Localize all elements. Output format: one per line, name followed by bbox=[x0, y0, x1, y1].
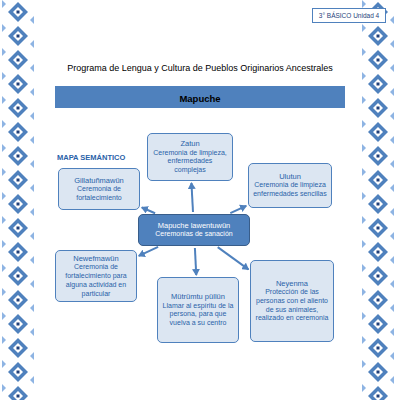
box-heading: Neyenma bbox=[255, 279, 329, 288]
box-text: Ceremonia de limpieza enfermedades senci… bbox=[253, 181, 327, 199]
arrow-connector bbox=[142, 207, 155, 213]
people-heading: Mapuche bbox=[45, 93, 355, 104]
concept-box: NeyenmaProtección de las personas con el… bbox=[250, 260, 334, 342]
box-heading: Mütrümtu püllün bbox=[162, 292, 234, 301]
central-concept-box: Mapuche lawentuwünCeremonias de sanación bbox=[138, 214, 250, 246]
box-heading: Mapuche lawentuwün bbox=[143, 221, 245, 230]
concept-box: NewefmawünCeremonia de fortalecimiento p… bbox=[55, 250, 137, 302]
concept-box: ZatunCeremonia de limpieza, enfermedades… bbox=[147, 133, 233, 181]
program-heading: Programa de Lengua y Cultura de Pueblos … bbox=[45, 63, 355, 73]
arrow-connector bbox=[195, 248, 196, 275]
box-text: Llamar al espíritu de la persona, para q… bbox=[162, 302, 234, 328]
box-text: Protección de las personas con el alient… bbox=[255, 288, 329, 323]
arrow-connector bbox=[230, 206, 246, 213]
box-text: Ceremonia de fortalecimiento para alguna… bbox=[60, 263, 132, 298]
arrow-connector bbox=[139, 247, 158, 256]
box-heading: Zatun bbox=[152, 139, 228, 148]
concept-box: GillatuñmawünCeremonia de fortalecimient… bbox=[58, 168, 140, 210]
right-border bbox=[362, 0, 398, 400]
concept-box: Mütrümtu püllünLlamar al espíritu de la … bbox=[157, 277, 239, 343]
arrow-connector bbox=[218, 247, 249, 269]
box-heading: Ulutun bbox=[253, 172, 327, 181]
box-text: Ceremonia de fortalecimiento bbox=[63, 185, 135, 203]
box-text: Ceremonia de limpieza, enfermedades comp… bbox=[152, 149, 228, 175]
box-heading: Newefmawün bbox=[60, 254, 132, 263]
left-border bbox=[2, 0, 38, 400]
box-text: Ceremonias de sanación bbox=[143, 230, 245, 239]
concept-box: UlutunCeremonia de limpieza enfermedades… bbox=[248, 163, 332, 208]
unit-tag: 3° BÁSICO Unidad 4 bbox=[312, 8, 386, 23]
box-heading: Gillatuñmawün bbox=[63, 176, 135, 185]
arrow-connector bbox=[191, 183, 193, 212]
